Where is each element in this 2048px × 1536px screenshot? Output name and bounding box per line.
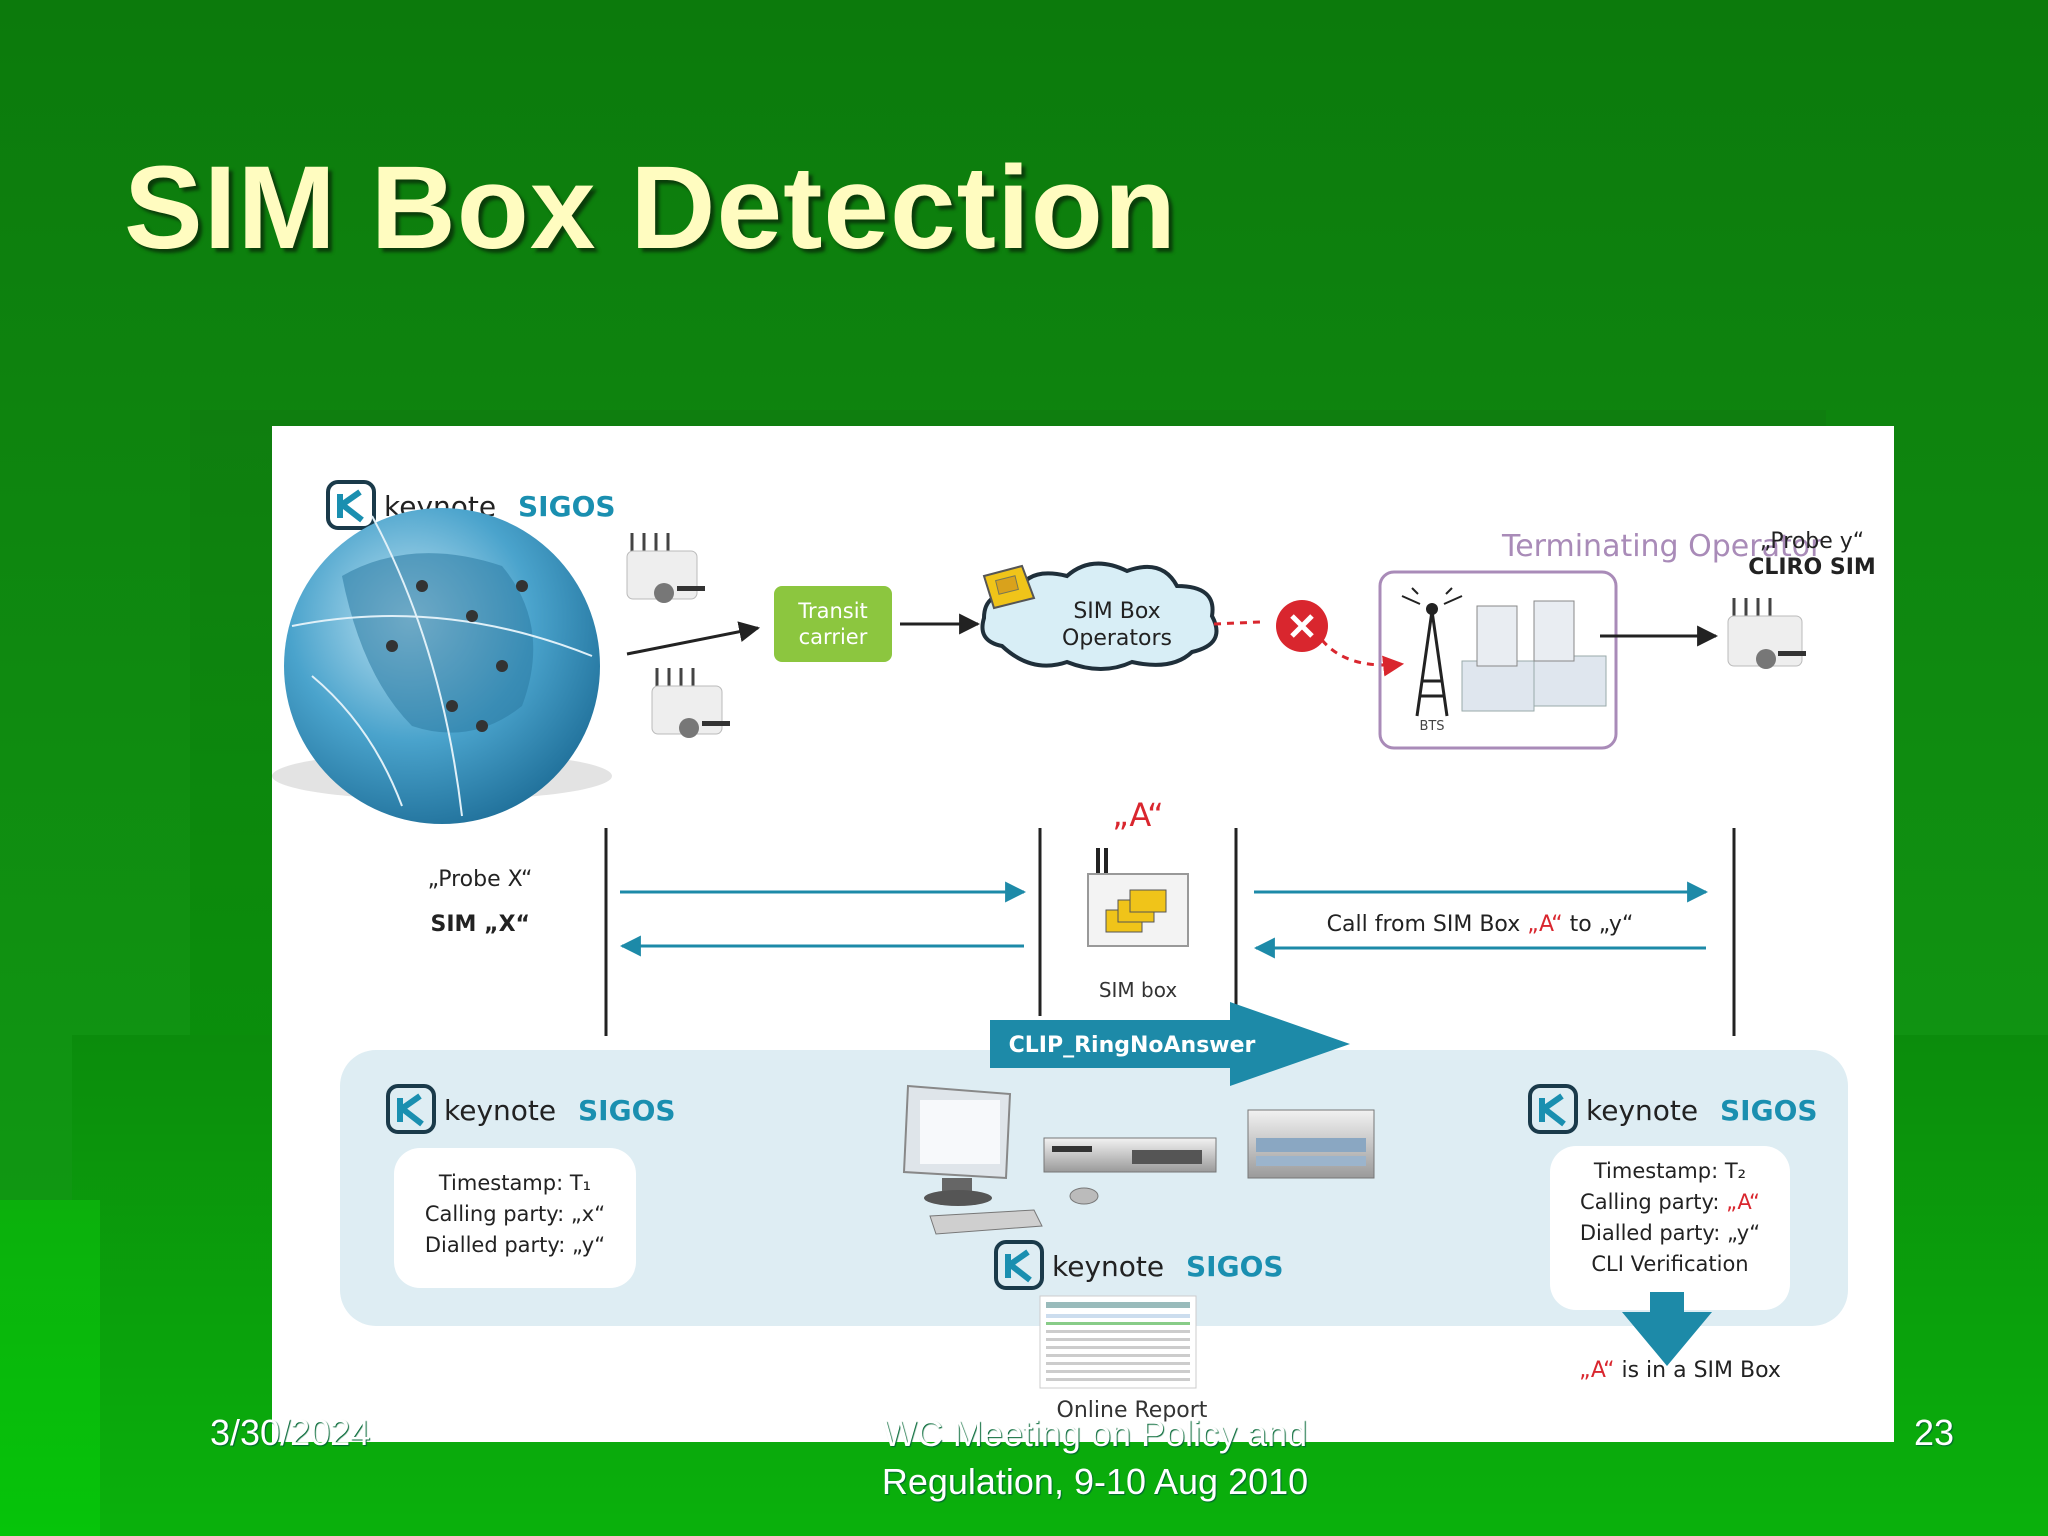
probe-x-label: „Probe X“ [428,867,533,892]
probe-y-label: „Probe y“ [1760,529,1864,554]
online-report-thumbnail [1039,1295,1197,1389]
page-number: 23 [1914,1412,1955,1453]
right-info-card [1550,1146,1790,1310]
keynote-logo-icon [994,1240,1044,1290]
redirect-path [1320,639,1405,677]
bts-tower-icon [1401,587,1463,717]
terminating-operator-box: BTS [1378,570,1618,750]
transit-carrier-label: Transit [797,599,868,623]
result-label-suffix: is in a SIM Box [1615,1358,1781,1383]
a-label: „A“ [1112,796,1164,834]
keynote-logo-icon [1528,1084,1578,1134]
right-card-calling-a: „A“ [1726,1190,1760,1214]
right-card-line: CLI Verification [1591,1252,1748,1276]
result-label: „A“ is in a SIM Box [1579,1358,1781,1383]
globe-icon [272,508,612,824]
keynote-logo-icon [326,480,376,530]
sim-box-detection-diagram: keynote SIGOS [272,426,1894,1442]
left-info-card [394,1148,636,1288]
brand-product: SIGOS [578,1094,676,1127]
result-label-a: „A“ [1579,1358,1614,1383]
clip-label: CLIP_RingNoAnswer [1009,1033,1256,1058]
flow-arrow [626,621,761,656]
sim-x-label: SIM „X“ [431,912,530,937]
brand-name: keynote [444,1094,556,1127]
left-card-line: Calling party: „x“ [425,1202,605,1226]
footer-venue: WC Meeting on Policy and Regulation, 9-1… [830,1410,1360,1506]
right-card-line: Dialled party: „y“ [1580,1221,1760,1245]
blocked-x-icon [1276,600,1328,652]
slide-title: SIM Box Detection [124,142,1177,274]
footer-venue-line: Regulation, 9-10 Aug 2010 [881,1461,1309,1502]
footer-venue-line: WC Meeting on Policy and [882,1413,1308,1454]
simbox-operators-label: Operators [1062,626,1172,651]
call-label-suffix: to „y“ [1563,912,1634,937]
sim-card-icon [982,564,1036,610]
right-card-line: Timestamp: T₂ [1593,1159,1746,1183]
brand-product: SIGOS [518,490,616,523]
right-card-calling-prefix: Calling party: [1580,1190,1726,1214]
background-band [0,1200,100,1536]
cliro-sim-label: CLIRO SIM [1748,555,1876,580]
left-card-line: Dialled party: „y“ [425,1233,605,1257]
switch-equipment-icon [1461,600,1607,712]
brand-name: keynote [1586,1094,1698,1127]
server-rack-icon [1043,1137,1217,1173]
footer-date: 3/30/2024 [210,1412,371,1453]
workstation-icon [902,1084,1099,1235]
right-card-line: Calling party: „A“ [1580,1190,1760,1214]
blocked-path [1213,620,1261,626]
simbox-operators-cloud: SIM Box Operators [980,561,1219,671]
terminating-operator-label: Terminating Operator [1501,529,1823,564]
keynote-sigos-logo: keynote SIGOS [386,1084,676,1134]
storage-array-icon [1247,1109,1375,1179]
probe-device-icon [626,533,705,603]
brand-product: SIGOS [1186,1250,1284,1283]
probe-device-icon [651,668,730,738]
keynote-sigos-logo: keynote SIGOS [994,1240,1284,1290]
online-report-label: Online Report [1057,1398,1208,1423]
call-label: Call from SIM Box „A“ to „y“ [1327,912,1634,937]
left-card-line: Timestamp: T₁ [438,1171,591,1195]
detection-panel [340,1050,1848,1326]
result-down-arrow [1622,1292,1712,1366]
keynote-sigos-logo: keynote SIGOS [1528,1084,1818,1134]
clip-ringnoanswer-arrow: CLIP_RingNoAnswer [990,1002,1350,1086]
call-label-prefix: Call from SIM Box [1327,912,1528,937]
call-label-a: „A“ [1527,912,1562,937]
sim-box-label: SIM box [1099,978,1178,1002]
transit-carrier-box: Transit carrier [774,586,892,662]
bts-label: BTS [1419,719,1444,734]
brand-name: keynote [1052,1250,1164,1283]
transit-carrier-label: carrier [799,625,868,649]
sim-box-device-icon [1087,848,1189,947]
brand-product: SIGOS [1720,1094,1818,1127]
keynote-logo-icon [386,1084,436,1134]
simbox-operators-label: SIM Box [1073,599,1160,624]
probe-device-icon [1727,598,1806,669]
